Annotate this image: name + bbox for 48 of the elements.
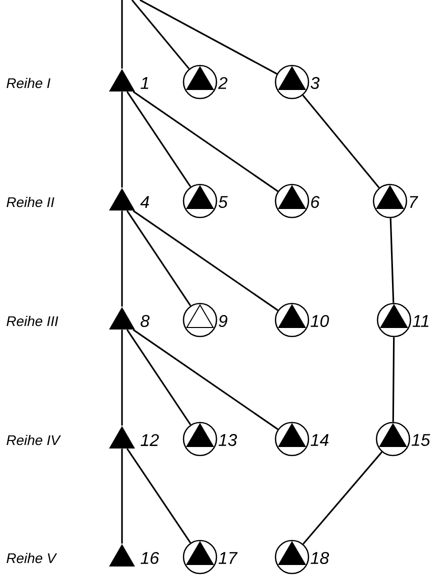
triangle-symbol (109, 188, 135, 210)
connecting-line (302, 94, 380, 188)
node-number: 9 (218, 314, 228, 328)
connecting-line (302, 452, 382, 544)
connecting-line (121, 330, 123, 426)
node-number: 3 (310, 76, 320, 90)
row-label: Reihe IV (6, 434, 61, 446)
node-number: 11 (412, 315, 428, 327)
node-number: 12 (140, 434, 159, 446)
triangle-symbol (109, 307, 135, 330)
connecting-line (132, 91, 278, 192)
node-number: 14 (310, 434, 328, 446)
node-number: 4 (140, 196, 150, 208)
connecting-line (126, 210, 192, 306)
connecting-line (126, 448, 192, 544)
connecting-line (132, 210, 278, 311)
connecting-line (140, 0, 278, 75)
connecting-line (126, 91, 192, 188)
node-number: 16 (140, 552, 160, 564)
connecting-line (121, 0, 123, 69)
node-number: 13 (218, 434, 237, 446)
triangle-symbol (109, 69, 135, 92)
connecting-line (132, 329, 278, 430)
row-label: Reihe II (6, 196, 54, 208)
row-label: Reihe V (6, 552, 58, 564)
node-number: 7 (410, 196, 418, 208)
connecting-line (390, 218, 394, 303)
row-label: Reihe I (6, 78, 50, 88)
node-number: 17 (218, 552, 238, 564)
node-number: 8 (140, 315, 150, 328)
node-number: 5 (218, 196, 228, 208)
node-number: 2 (218, 77, 228, 89)
circled-triangle-symbol (182, 540, 218, 574)
connecting-line (121, 92, 123, 188)
node-number: 10 (310, 314, 329, 328)
triangle-symbol (109, 426, 135, 448)
connecting-line (126, 329, 192, 426)
connecting-line (121, 210, 123, 307)
connecting-line (121, 448, 123, 544)
row-label: Reihe III (6, 316, 58, 326)
node-number: 1 (140, 77, 148, 89)
node-number: 15 (412, 434, 430, 446)
connecting-line (131, 0, 190, 70)
connecting-line (392, 337, 395, 422)
node-number: 6 (311, 196, 320, 208)
circled-triangle-symbol (274, 540, 310, 574)
node-number: 18 (310, 552, 330, 564)
triangle-symbol (109, 544, 135, 566)
